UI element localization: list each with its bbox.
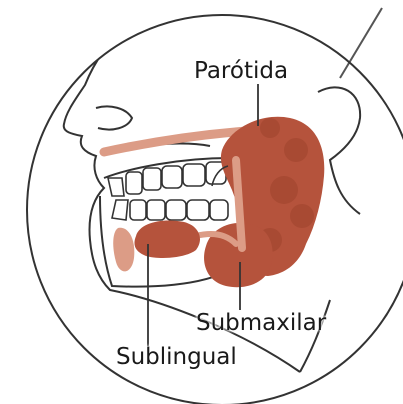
sublingual-gland [134,221,200,258]
upper-teeth [108,162,226,196]
sublingual-label: Sublingual [116,346,237,369]
nose-outline [96,106,132,129]
minor-gland [113,228,134,272]
submandibular-label: Submaxilar [196,312,326,335]
parotid-label: Parótida [194,60,288,83]
lower-teeth [112,200,228,220]
pointer-line [340,8,382,78]
ear-outline [318,87,360,214]
